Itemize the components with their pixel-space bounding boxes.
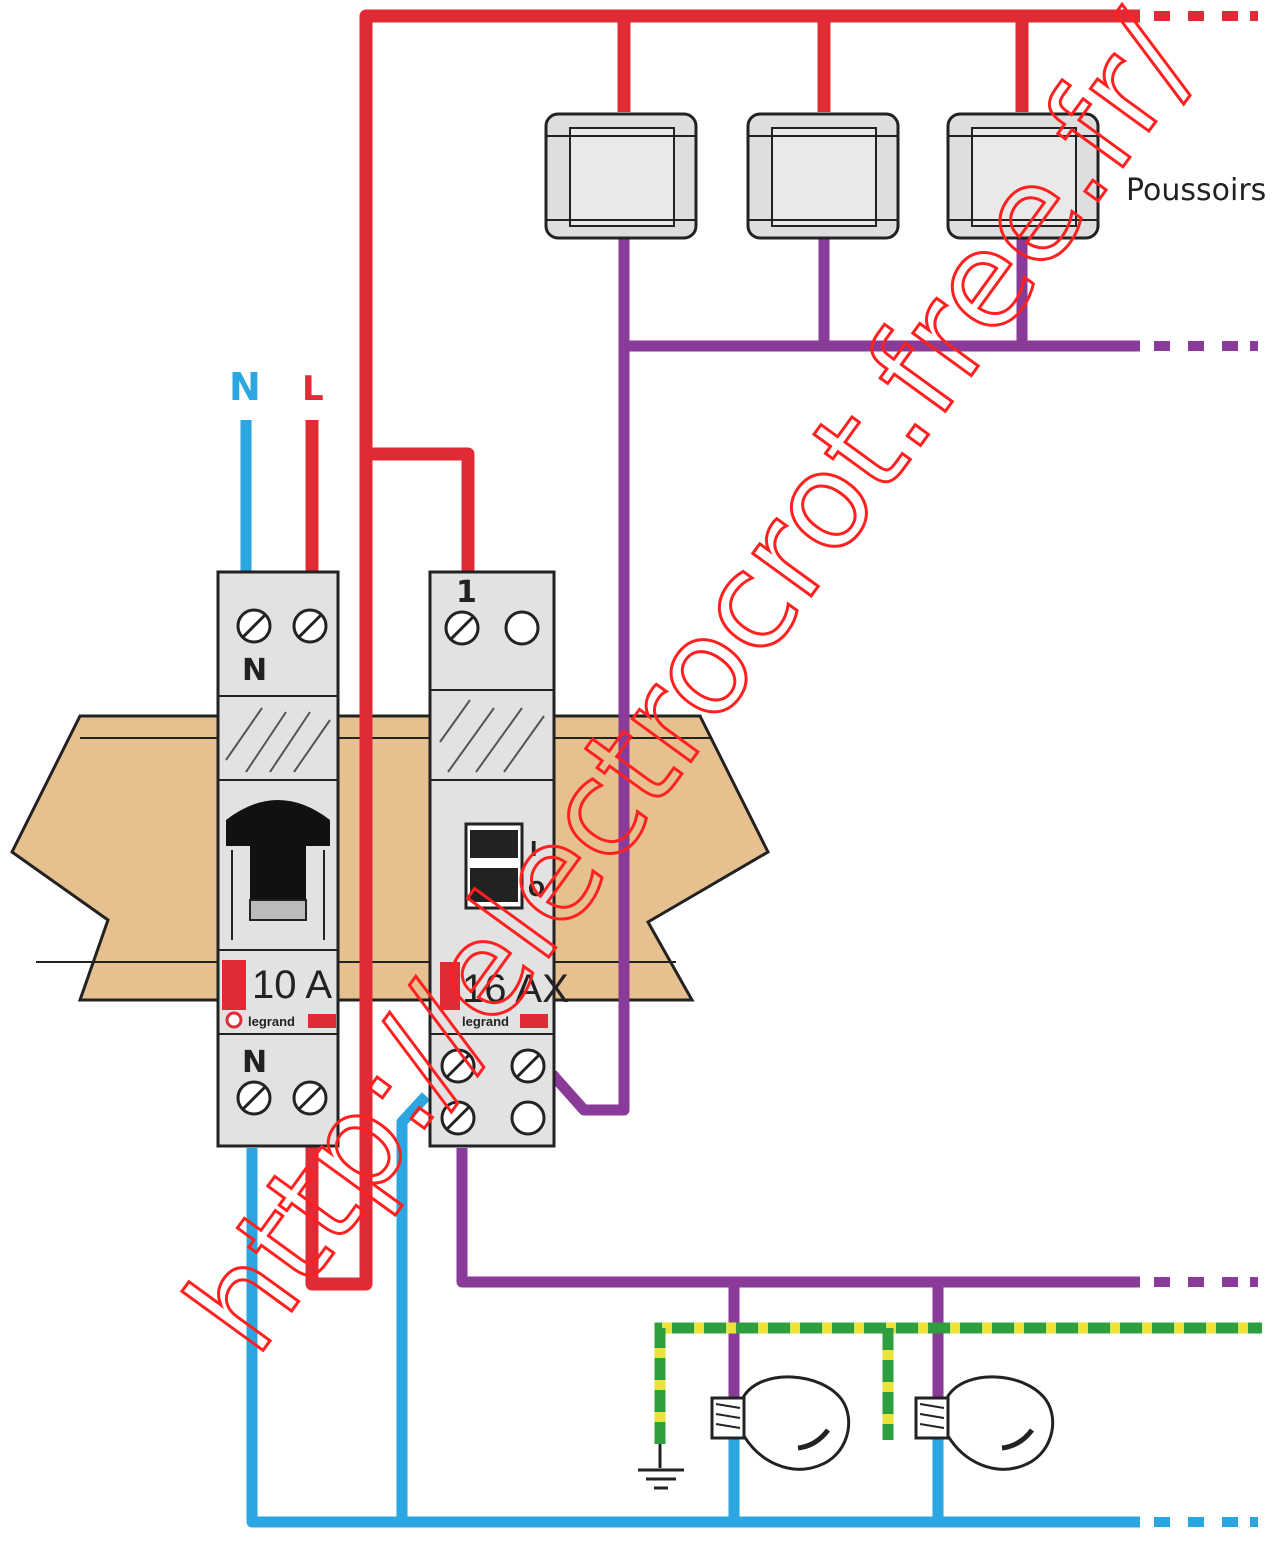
pushbutton-icon <box>544 112 698 240</box>
pushbutton-icon <box>946 112 1100 240</box>
breaker-brand: legrand <box>248 1014 295 1029</box>
neutral-wire-continuation <box>1154 1517 1258 1527</box>
switch-off-label: O <box>528 877 545 901</box>
neutral-wires <box>240 420 1140 1528</box>
breaker-rating: 10 A <box>252 963 332 1007</box>
din-rail-icon <box>10 714 770 1002</box>
telerupteur-rating: 16 AX <box>462 967 569 1011</box>
earth-icon <box>638 1444 684 1490</box>
telerupteur-terminal-top-label: 1 <box>456 575 477 610</box>
pushbutton-icon <box>746 112 900 240</box>
breaker-bottom-neutral-label: N <box>242 1045 267 1080</box>
line-label: L <box>302 369 324 409</box>
breaker-top-neutral-label: N <box>242 653 267 688</box>
control-wire-continuation <box>1154 341 1258 1287</box>
pushbuttons-label: Poussoirs <box>1126 173 1266 208</box>
earth-wires <box>654 1322 1262 1444</box>
telerupteur-icon <box>428 570 556 1148</box>
lamp-icon <box>710 1375 851 1471</box>
switch-on-label: I <box>530 837 537 861</box>
control-wires <box>456 238 1140 1400</box>
telerupteur-brand: legrand <box>462 1014 509 1029</box>
phase-wire-continuation <box>1154 11 1258 21</box>
lamp-icon <box>914 1375 1055 1471</box>
phase-wires <box>305 9 1140 1291</box>
circuit-breaker-icon <box>216 570 340 1148</box>
neutral-label: N <box>229 365 261 409</box>
